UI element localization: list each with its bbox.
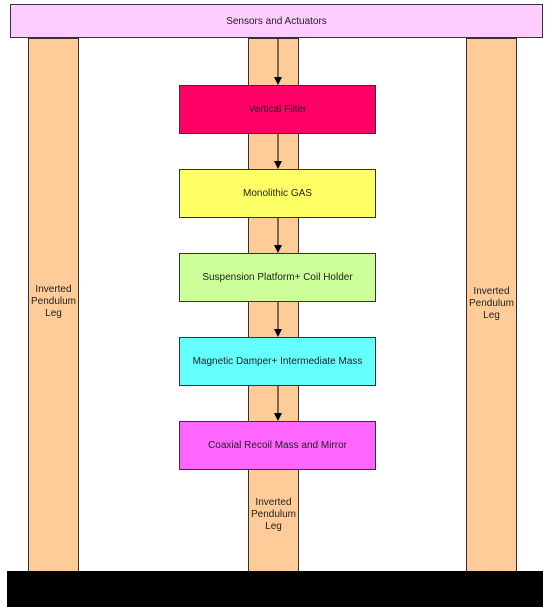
coaxial-recoil-label: Coaxial Recoil Mass and Mirror xyxy=(208,440,347,451)
coaxial-recoil-box: Coaxial Recoil Mass and Mirror xyxy=(179,421,376,470)
magnetic-damper-label: Magnetic Damper+ Intermediate Mass xyxy=(192,356,363,367)
ground-base xyxy=(7,571,543,607)
suspension-platform-box: Suspension Platform+ Coil Holder xyxy=(179,253,376,302)
right-leg-label: Inverted Pendulum Leg xyxy=(468,286,515,321)
suspension-platform-label: Suspension Platform+ Coil Holder xyxy=(202,272,353,283)
left-leg xyxy=(28,38,79,572)
magnetic-damper-box: Magnetic Damper+ Intermediate Mass xyxy=(179,337,376,386)
monolithic-gas-label: Monolithic GAS xyxy=(243,188,312,199)
monolithic-gas-box: Monolithic GAS xyxy=(179,169,376,218)
right-leg xyxy=(466,38,517,572)
vertical-filter-box: Vertical Filter xyxy=(179,85,376,134)
left-leg-label: Inverted Pendulum Leg xyxy=(30,284,77,319)
center-leg-label: Inverted Pendulum Leg xyxy=(250,497,297,532)
vertical-filter-label: Vertical Filter xyxy=(248,104,307,115)
sensors-actuators-bar: Sensors and Actuators xyxy=(10,4,543,38)
sensors-actuators-label: Sensors and Actuators xyxy=(226,15,327,27)
